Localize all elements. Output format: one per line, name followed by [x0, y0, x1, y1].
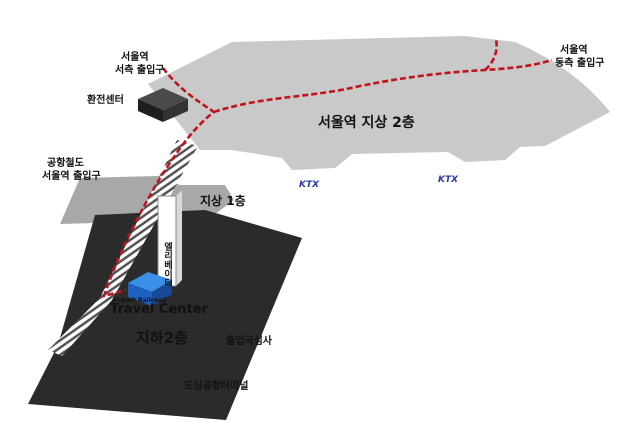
east-exit-label: 서울역 동측 출입구	[555, 43, 604, 69]
elevator-tower	[157, 190, 182, 287]
travel-center-sub-label: Airport Railroad	[112, 297, 166, 304]
west-exit-label: 서울역 서측 출입구	[115, 50, 164, 76]
ktx-logo-2: KTX	[438, 175, 459, 185]
ktx-logo-1: KTX	[299, 180, 320, 190]
basement-2-label: 지하2층	[136, 329, 188, 347]
travel-center-block	[128, 272, 172, 306]
exchange-center-block	[138, 88, 188, 122]
basement-floor-slab	[28, 210, 302, 420]
stairway	[48, 140, 198, 356]
ground-floor-2-label: 서울역 지상 2층	[318, 114, 415, 131]
airport-rail-exit-label: 공항철도 서울역 출입구	[42, 156, 101, 182]
walking-route	[101, 39, 553, 298]
immigration-label: 출입국심사	[226, 334, 273, 347]
elevator-label: 엘리베이터	[162, 241, 172, 288]
city-terminal-label: 도심공항터미널	[184, 379, 248, 392]
exchange-center-label: 환전센터	[87, 93, 124, 106]
ground-floor-1-label: 지상 1층	[200, 193, 246, 208]
travel-center-label: Travel Center	[110, 302, 209, 317]
